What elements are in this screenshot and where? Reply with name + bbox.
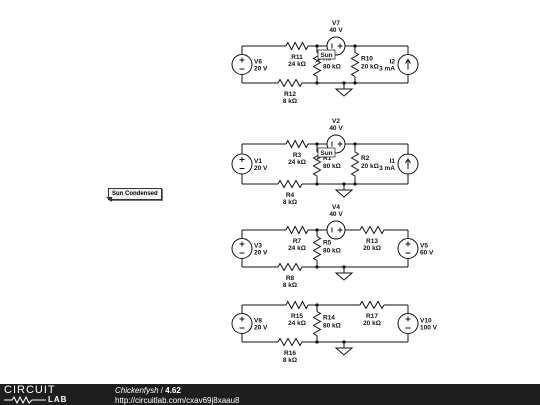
circuitlab-logo[interactable]: CIRCUIT LAB: [4, 385, 94, 405]
author-link[interactable]: Chickenfysh: [115, 386, 159, 395]
source-name: I1: [390, 158, 396, 165]
resistor-name: R4: [286, 192, 295, 199]
source-value: 40 V: [329, 125, 343, 132]
resistor-value: 24 kΩ: [288, 245, 306, 252]
source-value: 3 mA: [379, 66, 395, 73]
resistor-name: R14: [323, 315, 335, 322]
score-value: 4.62: [165, 386, 181, 395]
resistor-value: 80 kΩ: [323, 323, 341, 330]
resistor-name: R15: [291, 313, 303, 320]
logo-text-lab: LAB: [48, 395, 68, 404]
source-value: 100 V: [420, 325, 438, 332]
resistor-value: 80 kΩ: [323, 248, 341, 255]
resistor-name: R3: [293, 152, 302, 159]
resistor-name: R10: [361, 56, 373, 63]
source-name: V10: [420, 318, 432, 325]
resistor-value: 24 kΩ: [288, 320, 306, 327]
source-value: 40 V: [329, 211, 343, 218]
source-value: 20 V: [254, 325, 268, 332]
resistor-name: R1: [323, 155, 332, 162]
logo-text-circuit: CIRCUIT: [4, 384, 56, 396]
source-name: V5: [420, 243, 428, 250]
source-value: 60 V: [420, 250, 434, 257]
resistor-value: 20 kΩ: [361, 64, 379, 71]
sun-tag[interactable]: Sun: [315, 147, 336, 161]
resistor-name: R13: [366, 238, 378, 245]
source-value: 20 V: [254, 250, 268, 257]
source-name: V3: [254, 243, 262, 250]
sun-condensed-callout[interactable]: Sun Condensed: [108, 188, 162, 200]
resistor-name: R5: [323, 240, 332, 247]
source-value: 40 V: [329, 27, 343, 34]
resistor-value: 8 kΩ: [283, 282, 297, 289]
resistor-name: R16: [284, 350, 296, 357]
resistor-value: 8 kΩ: [283, 357, 297, 364]
source-name: V4: [332, 204, 340, 211]
resistor-name: R11: [291, 54, 303, 61]
footer-bar: CIRCUIT LAB Chickenfysh / 4.62 http://ci…: [0, 384, 540, 405]
resistor-value: 20 kΩ: [363, 245, 381, 252]
resistor-name: R7: [293, 238, 302, 245]
source-value: 3 mA: [379, 165, 395, 172]
meta-separator: /: [158, 386, 166, 395]
resistor-value: 24 kΩ: [288, 159, 306, 166]
resistor-name: R2: [361, 155, 370, 162]
source-name: I2: [390, 59, 396, 66]
sun-tag-label: Sun: [320, 150, 332, 157]
resistor-value: 20 kΩ: [363, 320, 381, 327]
resistor-value: 20 kΩ: [361, 163, 379, 170]
circuit-meta: Chickenfysh / 4.62: [115, 386, 181, 395]
logo-waveform-icon: [4, 395, 46, 405]
source-name: V1: [254, 158, 262, 165]
resistor-name: R8: [286, 275, 295, 282]
source-value: 20 V: [254, 165, 268, 172]
circuit-url[interactable]: http://circuitlab.com/cxav69j8xaau8: [115, 396, 240, 405]
source-value: 20 V: [254, 66, 268, 73]
resistor-name: R17: [366, 313, 378, 320]
resistor-value: 24 kΩ: [288, 61, 306, 68]
resistor-value: 80 kΩ: [323, 64, 341, 71]
source-name: V7: [332, 20, 340, 27]
source-name: V2: [332, 118, 340, 125]
resistor-value: 8 kΩ: [283, 199, 297, 206]
resistor-name: R12: [284, 91, 296, 98]
sun-tag-label: Sun: [320, 52, 332, 59]
source-name: V6: [254, 59, 262, 66]
callout-pointer: [106, 197, 112, 202]
sun-tag[interactable]: Sun: [315, 49, 336, 63]
source-name: V8: [254, 318, 262, 325]
resistor-value: 80 kΩ: [323, 163, 341, 170]
resistor-value: 8 kΩ: [283, 98, 297, 105]
